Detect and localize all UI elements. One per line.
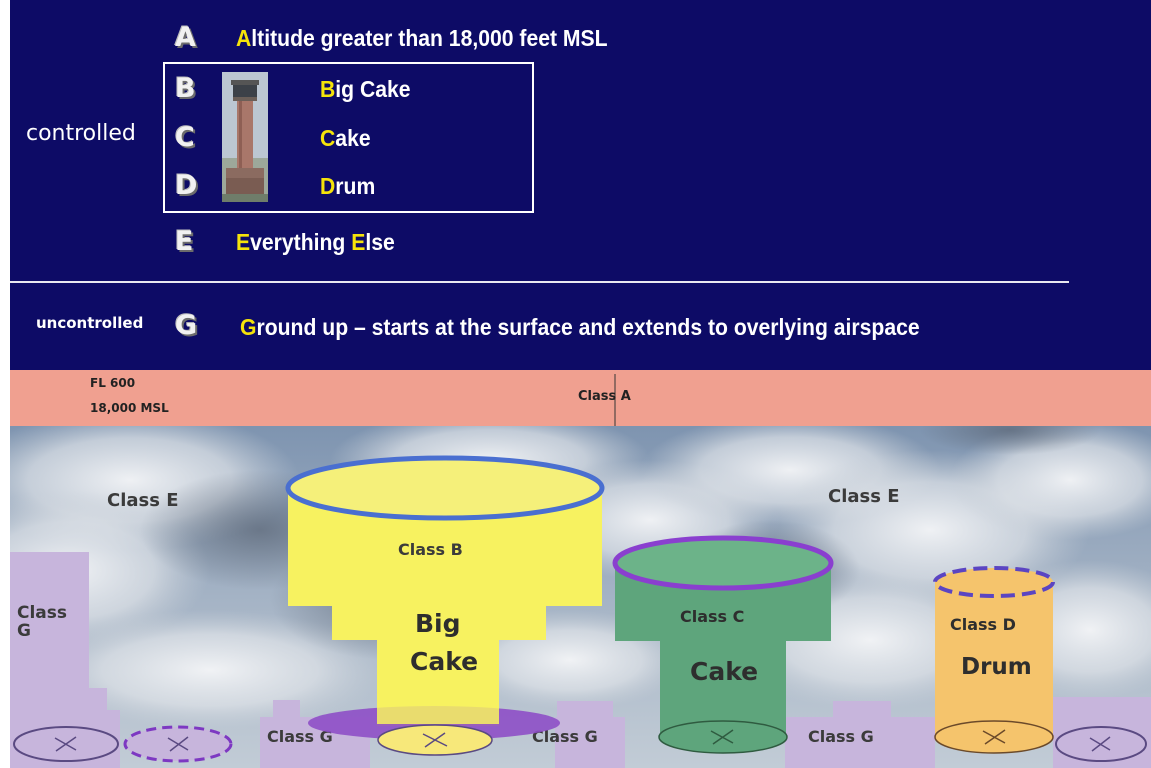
letter-g: G — [175, 310, 198, 341]
msl18000-label: 18,000 MSL — [90, 401, 169, 415]
uncontrolled-label: uncontrolled — [36, 314, 144, 332]
controlled-label: controlled — [26, 121, 136, 146]
ground-ellipses — [13, 725, 1147, 763]
class-c-nickname: Cake — [690, 657, 758, 686]
class-e-label-left: Class E — [107, 490, 179, 511]
class-e-label-right: Class E — [828, 486, 900, 507]
class-g-tall-block — [10, 552, 120, 768]
letter-c: C — [175, 122, 195, 153]
letter-b: B — [175, 73, 196, 104]
class-g-low-label-2: Class G — [532, 727, 598, 746]
control-tower-image — [222, 72, 268, 202]
class-b-nickname-2: Cake — [410, 647, 478, 676]
class-b-airspace — [285, 455, 605, 756]
fl600-label: FL 600 — [90, 376, 135, 390]
definition-a: Altitude greater than 18,000 feet MSL — [236, 25, 608, 51]
class-d-nickname: Drum — [961, 654, 1032, 680]
divider-line — [10, 281, 1069, 283]
letter-a: A — [175, 22, 196, 53]
class-a-label: Class A — [578, 389, 631, 404]
class-g-low-label-1: Class G — [267, 727, 333, 746]
class-c-airspace — [612, 535, 834, 754]
definition-e: Everything Else — [236, 229, 395, 255]
class-d-airspace — [933, 566, 1055, 754]
class-a-band — [10, 370, 1151, 426]
class-d-label: Class D — [950, 615, 1016, 634]
airspace-diagram: FL 600 18,000 MSL Class A Class E Class … — [10, 370, 1151, 768]
definition-c: Cake — [320, 125, 371, 151]
airspace-legend-panel — [10, 0, 1151, 370]
class-g-tall-line2: G — [17, 621, 31, 641]
class-g-low-label-3: Class G — [808, 727, 874, 746]
definition-b: Big Cake — [320, 76, 411, 102]
letter-e: E — [175, 226, 194, 257]
class-g-low-block-2 — [555, 701, 625, 768]
class-b-label: Class B — [398, 540, 463, 559]
class-g-tall-line1: Class — [17, 603, 67, 623]
definition-d: Drum — [320, 173, 376, 199]
class-b-nickname-1: Big — [415, 609, 461, 638]
definition-g: Ground up – starts at the surface and ex… — [240, 314, 920, 340]
class-c-label: Class C — [680, 607, 744, 626]
controlled-tower-box — [163, 62, 534, 213]
letter-d: D — [175, 170, 198, 201]
class-g-low-block-3 — [785, 701, 935, 768]
